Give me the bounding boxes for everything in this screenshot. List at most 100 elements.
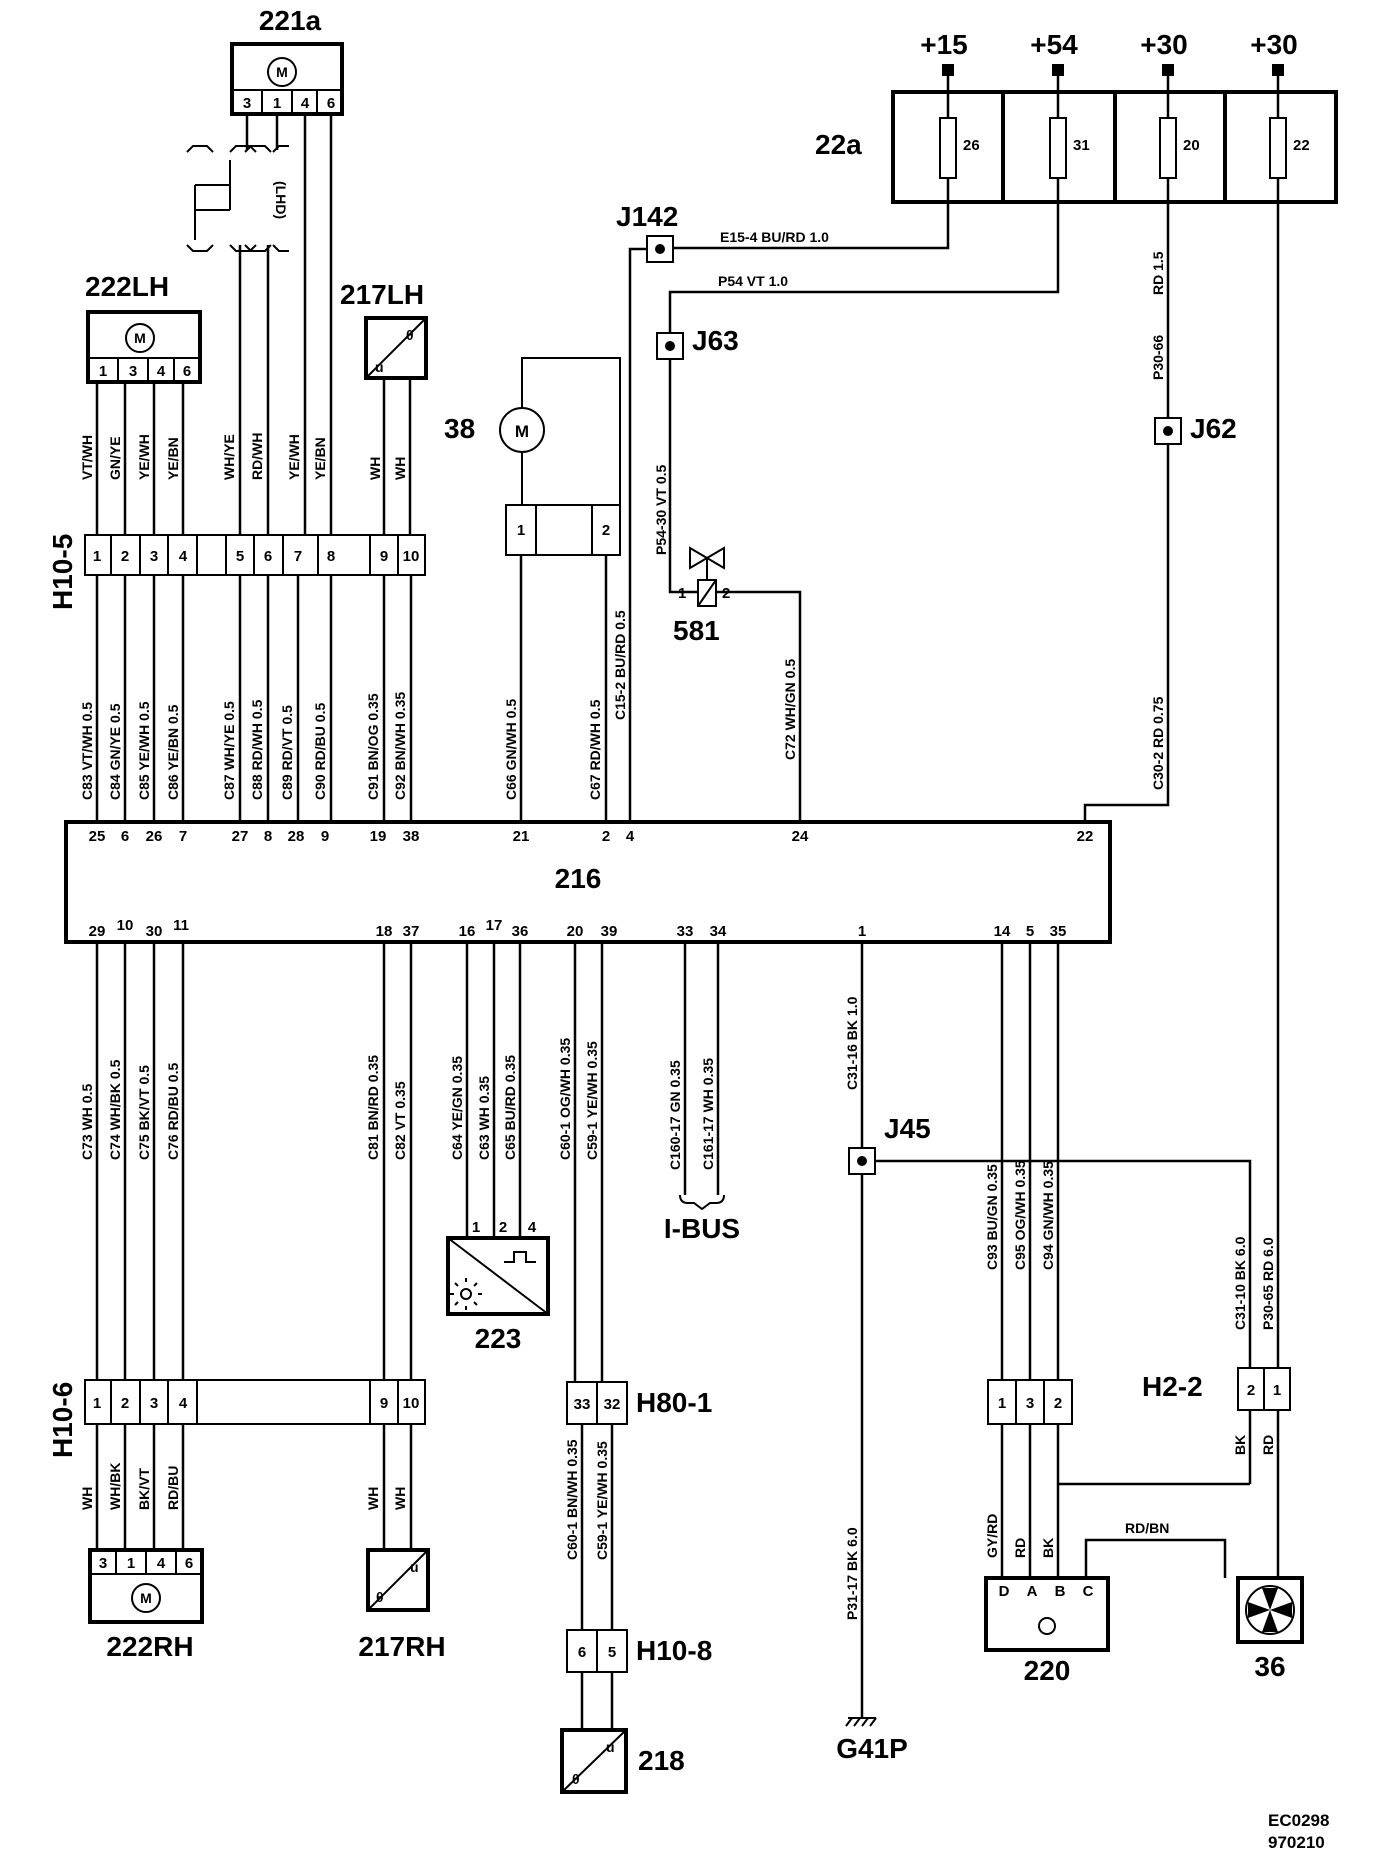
svg-text:BK/VT: BK/VT xyxy=(136,1468,152,1510)
svg-text:RD/BU: RD/BU xyxy=(165,1466,181,1510)
svg-text:M: M xyxy=(515,422,529,441)
svg-text:4: 4 xyxy=(157,1555,166,1572)
svg-text:C86 YE/BN 0.5: C86 YE/BN 0.5 xyxy=(165,704,181,800)
svg-text:28: 28 xyxy=(288,828,305,845)
svg-text:29: 29 xyxy=(89,923,106,940)
svg-text:6: 6 xyxy=(185,1555,193,1572)
svg-text:4: 4 xyxy=(157,363,166,380)
svg-text:C31-16 BK 1.0: C31-16 BK 1.0 xyxy=(844,996,860,1090)
svg-text:YE/WH: YE/WH xyxy=(286,434,302,480)
svg-text:2: 2 xyxy=(602,828,610,845)
svg-text:35: 35 xyxy=(1050,923,1067,940)
svg-text:RD: RD xyxy=(1012,1538,1028,1558)
connector-h10-5: 1 2 3 4 5 6 7 8 9 10 H10-5 xyxy=(47,534,426,610)
svg-text:6: 6 xyxy=(264,548,272,565)
module-216: 216 xyxy=(64,820,1112,944)
label-h10-5: H10-5 xyxy=(47,534,78,610)
label-223: 223 xyxy=(475,1323,522,1354)
label-217rh: 217RH xyxy=(358,1631,445,1662)
svg-text:VT/WH: VT/WH xyxy=(79,435,95,480)
pins-216-bottom: 29 10 30 11 18 37 16 17 36 20 39 33 34 1… xyxy=(89,917,1067,940)
svg-text:WH: WH xyxy=(392,457,408,480)
svg-text:33: 33 xyxy=(574,1396,591,1413)
svg-text:J45: J45 xyxy=(884,1113,931,1144)
svg-text:4: 4 xyxy=(301,95,310,112)
svg-text:6: 6 xyxy=(578,1644,586,1661)
svg-text:P31-17 BK 6.0: P31-17 BK 6.0 xyxy=(844,1527,860,1620)
pins-216-top: 25 6 26 7 27 8 28 9 19 38 21 2 4 24 22 xyxy=(89,828,1094,845)
svg-text:+54: +54 xyxy=(1030,29,1078,60)
svg-text:C83 VT/WH 0.5: C83 VT/WH 0.5 xyxy=(79,702,95,800)
svg-text:M: M xyxy=(140,1590,152,1606)
svg-text:WH: WH xyxy=(392,1487,408,1510)
svg-text:24: 24 xyxy=(792,828,809,845)
svg-text:RD 1.5: RD 1.5 xyxy=(1150,251,1166,295)
svg-text:H80-1: H80-1 xyxy=(636,1387,712,1418)
svg-text:21: 21 xyxy=(513,828,530,845)
svg-text:WH: WH xyxy=(365,1487,381,1510)
svg-text:31: 31 xyxy=(1073,137,1090,154)
label-222lh: 222LH xyxy=(85,271,169,302)
svg-text:C76 RD/BU 0.5: C76 RD/BU 0.5 xyxy=(165,1063,181,1160)
svg-text:C15-2 BU/RD 0.5: C15-2 BU/RD 0.5 xyxy=(612,610,628,720)
svg-text:+15: +15 xyxy=(920,29,968,60)
svg-text:C66 GN/WH 0.5: C66 GN/WH 0.5 xyxy=(503,699,519,800)
svg-text:1: 1 xyxy=(858,923,866,940)
junction-j62: J62 xyxy=(1154,413,1237,445)
svg-text:C63 WH 0.35: C63 WH 0.35 xyxy=(476,1076,492,1160)
svg-text:C31-10 BK 6.0: C31-10 BK 6.0 xyxy=(1232,1236,1248,1330)
svg-text:J62: J62 xyxy=(1190,413,1237,444)
motor-221a: M 3 1 4 6 221a xyxy=(230,5,344,116)
junction-j142: J142 xyxy=(616,201,678,263)
svg-text:C82 VT 0.35: C82 VT 0.35 xyxy=(392,1081,408,1160)
svg-text:C74 WH/BK 0.5: C74 WH/BK 0.5 xyxy=(107,1059,123,1160)
svg-text:C30-2 RD 0.75: C30-2 RD 0.75 xyxy=(1150,696,1166,790)
svg-text:J63: J63 xyxy=(692,325,739,356)
svg-text:u: u xyxy=(375,359,384,375)
svg-text:25: 25 xyxy=(89,828,106,845)
label-217lh: 217LH xyxy=(340,279,424,310)
svg-text:1: 1 xyxy=(517,522,525,539)
svg-text:C: C xyxy=(1083,1583,1094,1600)
ibus-bracket: I-BUS xyxy=(664,1194,740,1244)
svg-text:RD/BN: RD/BN xyxy=(1125,1520,1169,1536)
connector-h80-1: 33 32 H80-1 xyxy=(566,1381,712,1425)
svg-text:26: 26 xyxy=(963,137,980,154)
label-22a: 22a xyxy=(815,129,862,160)
svg-text:9: 9 xyxy=(380,548,388,565)
svg-text:1: 1 xyxy=(99,363,107,380)
sensor-223: 1 2 4 223 xyxy=(446,1219,550,1354)
svg-text:1: 1 xyxy=(273,95,281,112)
svg-text:10: 10 xyxy=(403,548,420,565)
svg-text:YE/WH: YE/WH xyxy=(136,434,152,480)
svg-text:17: 17 xyxy=(486,917,503,934)
svg-text:H2-2: H2-2 xyxy=(1142,1371,1203,1402)
fan-36: 36 xyxy=(1236,1576,1304,1682)
svg-text:2: 2 xyxy=(1054,1395,1062,1412)
svg-text:H10-8: H10-8 xyxy=(636,1635,712,1666)
svg-text:3: 3 xyxy=(129,363,137,380)
svg-text:GN/YE: GN/YE xyxy=(107,436,123,480)
svg-text:6: 6 xyxy=(327,95,335,112)
svg-text:1: 1 xyxy=(472,1219,480,1236)
svg-text:39: 39 xyxy=(601,923,618,940)
svg-text:C88 RD/WH 0.5: C88 RD/WH 0.5 xyxy=(249,699,265,800)
svg-text:1: 1 xyxy=(93,548,101,565)
svg-text:4: 4 xyxy=(179,1395,188,1412)
svg-text:C60-1 BN/WH 0.35: C60-1 BN/WH 0.35 xyxy=(564,1439,580,1560)
supply-terminals: +15 +54 +30 +30 xyxy=(920,29,1298,118)
svg-text:C161-17 WH 0.35: C161-17 WH 0.35 xyxy=(700,1058,716,1170)
svg-text:2: 2 xyxy=(121,548,129,565)
motor-222rh: M 3 1 4 6 222RH xyxy=(88,1548,204,1662)
svg-text:C65 BU/RD 0.35: C65 BU/RD 0.35 xyxy=(502,1055,518,1160)
svg-text:8: 8 xyxy=(264,828,272,845)
svg-text:C72 WH/GN 0.5: C72 WH/GN 0.5 xyxy=(782,659,798,760)
connector-220-harness: 1 3 2 xyxy=(987,1379,1073,1425)
svg-text:D: D xyxy=(999,1583,1010,1600)
svg-text:1: 1 xyxy=(1273,1382,1281,1399)
svg-text:C95 OG/WH 0.35: C95 OG/WH 0.35 xyxy=(1012,1160,1028,1270)
svg-text:C59-1 YE/WH 0.35: C59-1 YE/WH 0.35 xyxy=(584,1041,600,1160)
label-36: 36 xyxy=(1254,1651,1285,1682)
svg-text:RD/WH: RD/WH xyxy=(249,433,265,480)
